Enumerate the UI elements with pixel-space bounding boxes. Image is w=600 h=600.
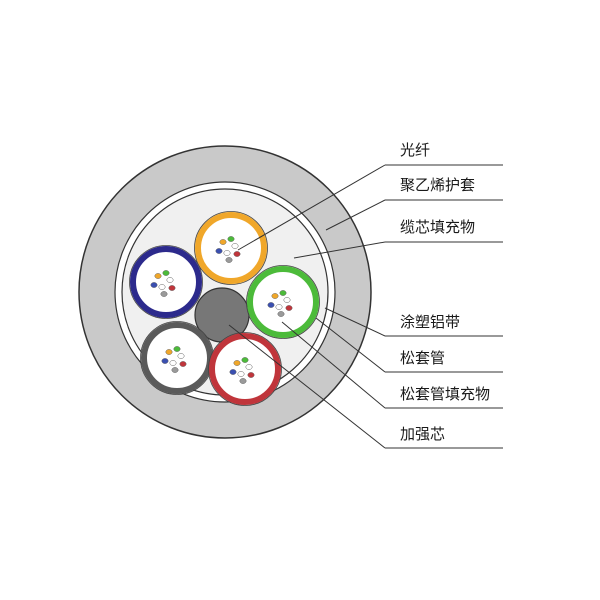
fiber-gray-2 (177, 353, 185, 359)
leader-sheath (325, 199, 386, 231)
fiber-red-2 (245, 364, 253, 370)
label-cable-filler: 缆芯填充物 (400, 218, 475, 236)
fiber-orange-2 (231, 243, 239, 249)
loose-tube-rim-red (208, 332, 282, 406)
loose-tube-red (208, 332, 282, 406)
label-loose-tube: 松套管 (400, 349, 445, 367)
fiber-red-1 (241, 357, 249, 363)
loose-tube-wall-gray (141, 322, 213, 394)
loose-tube-green (246, 265, 320, 339)
fiber-red-3 (229, 369, 237, 375)
fiber-green-1 (279, 290, 287, 296)
fiber-orange-1 (227, 236, 235, 242)
label-aluminum-tape: 涂塑铝带 (400, 313, 460, 331)
loose-tube-wall-green (247, 266, 319, 338)
loose-tube-wall-blue (130, 246, 202, 318)
fiber-green-0 (271, 293, 279, 299)
loose-tube-orange (194, 211, 268, 285)
fiber-orange-3 (215, 248, 223, 254)
fiber-gray-1 (173, 346, 181, 352)
fiber-green-3 (267, 302, 275, 308)
leader-aluminum-tape (324, 307, 386, 337)
fiber-red-4 (237, 371, 245, 377)
fiber-gray-0 (165, 349, 173, 355)
fiber-blue-1 (162, 270, 170, 276)
loose-tube-blue (129, 245, 203, 319)
fiber-orange-0 (219, 239, 227, 245)
fiber-blue-2 (166, 277, 174, 283)
leader-tube-filler (281, 321, 386, 409)
loose-tube-rim-blue (129, 245, 203, 319)
loose-tube-gray (140, 321, 214, 395)
fiber-gray-6 (171, 367, 179, 373)
label-fiber: 光纤 (400, 141, 430, 159)
fiber-red-5 (247, 372, 255, 378)
fiber-gray-3 (161, 358, 169, 364)
fiber-green-5 (285, 305, 293, 311)
fiber-blue-0 (154, 273, 162, 279)
fiber-green-6 (277, 311, 285, 317)
loose-tube-rim-orange (194, 211, 268, 285)
label-strength-member: 加强芯 (400, 425, 445, 443)
loose-tubes-group (129, 211, 320, 406)
label-sheath: 聚乙烯护套 (400, 176, 475, 194)
fiber-green-2 (283, 297, 291, 303)
fiber-red-0 (233, 360, 241, 366)
fiber-orange-5 (233, 251, 241, 257)
fiber-blue-3 (150, 282, 158, 288)
fiber-gray-4 (169, 360, 177, 366)
fiber-blue-4 (158, 284, 166, 290)
leader-fiber (237, 164, 386, 251)
leader-loose-tube (315, 317, 386, 373)
loose-tube-wall-orange (195, 212, 267, 284)
leader-strength-member (228, 324, 386, 449)
fiber-orange-6 (225, 257, 233, 263)
fiber-blue-6 (160, 291, 168, 297)
fiber-blue-5 (168, 285, 176, 291)
fiber-orange-4 (223, 250, 231, 256)
fiber-red-6 (239, 378, 247, 384)
leader-cable-filler (293, 241, 386, 259)
fiber-gray-5 (179, 361, 187, 367)
loose-tube-rim-green (246, 265, 320, 339)
leader-lines (228, 164, 503, 449)
labels: 光纤 聚乙烯护套 缆芯填充物 涂塑铝带 松套管 松套管填充物 加强芯 (400, 141, 490, 443)
fiber-green-4 (275, 304, 283, 310)
label-tube-filler: 松套管填充物 (400, 385, 490, 403)
loose-tube-wall-red (209, 333, 281, 405)
